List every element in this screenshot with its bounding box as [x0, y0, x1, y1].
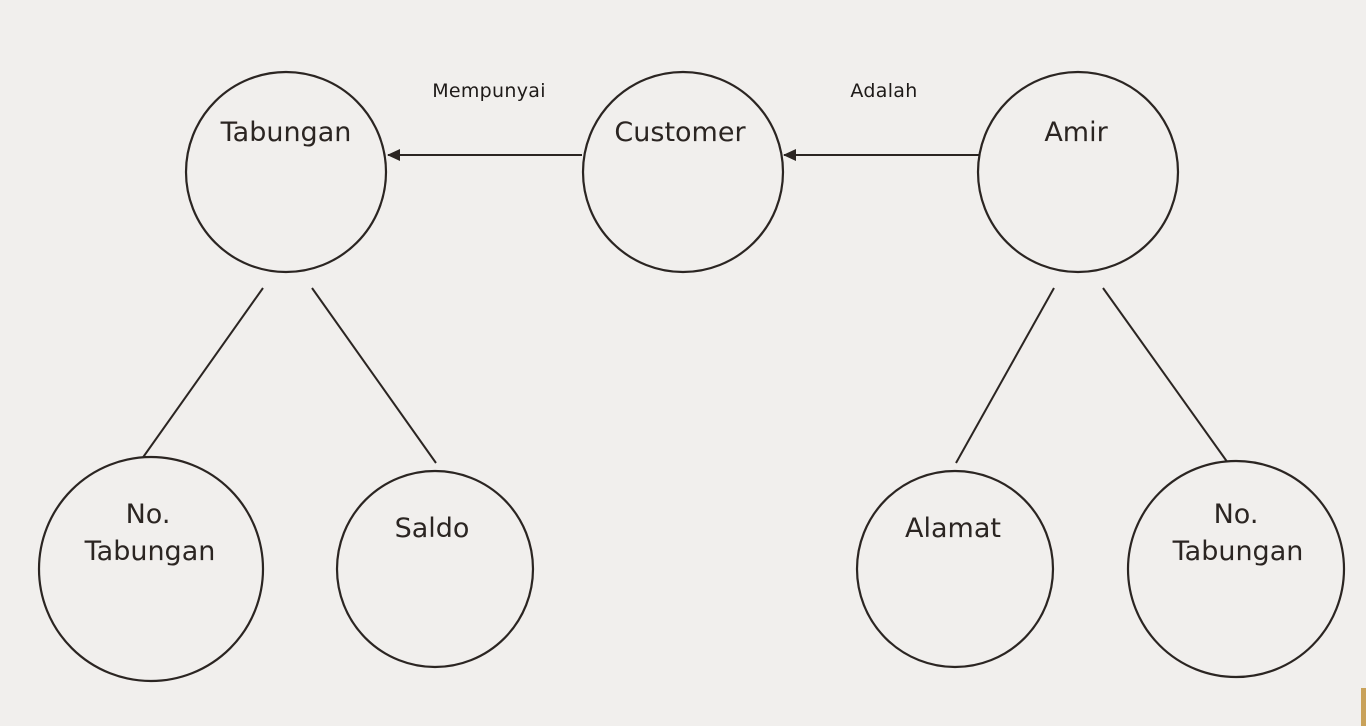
node-circle — [581, 70, 785, 274]
node-alamat: Alamat — [855, 469, 1055, 669]
node-label: Amir — [1044, 117, 1108, 148]
node-saldo: Saldo — [335, 469, 535, 669]
node-circle — [976, 70, 1180, 274]
node-label-line1: No. — [1214, 499, 1259, 530]
node-circle — [855, 469, 1055, 669]
node-label-line2: Tabungan — [84, 536, 216, 567]
node-circle — [184, 70, 388, 274]
line-tabungan-to-no-tabungan — [138, 287, 264, 464]
node-circle — [37, 455, 265, 683]
line-amir-to-no-tabungan — [1102, 287, 1229, 464]
line-tabungan-to-saldo — [311, 287, 437, 464]
node-label: Saldo — [395, 513, 470, 544]
node-no-tabungan-right: No. Tabungan — [1126, 459, 1346, 679]
corner-mark — [1361, 688, 1366, 726]
node-label: Customer — [614, 117, 746, 148]
node-label-line2: Tabungan — [1172, 536, 1304, 567]
node-label: Alamat — [905, 513, 1001, 544]
node-tabungan: Tabungan — [184, 70, 388, 274]
node-circle — [1126, 459, 1346, 679]
node-no-tabungan-left: No. Tabungan — [37, 455, 265, 683]
line-amir-to-alamat — [955, 287, 1055, 464]
node-circle — [335, 469, 535, 669]
node-label-line1: No. — [126, 499, 171, 530]
node-amir: Amir — [976, 70, 1180, 274]
relation-label-adalah: Adalah — [850, 80, 917, 102]
node-customer: Customer — [581, 70, 785, 274]
node-label: Tabungan — [220, 117, 352, 148]
relation-label-mempunyai: Mempunyai — [432, 80, 546, 102]
